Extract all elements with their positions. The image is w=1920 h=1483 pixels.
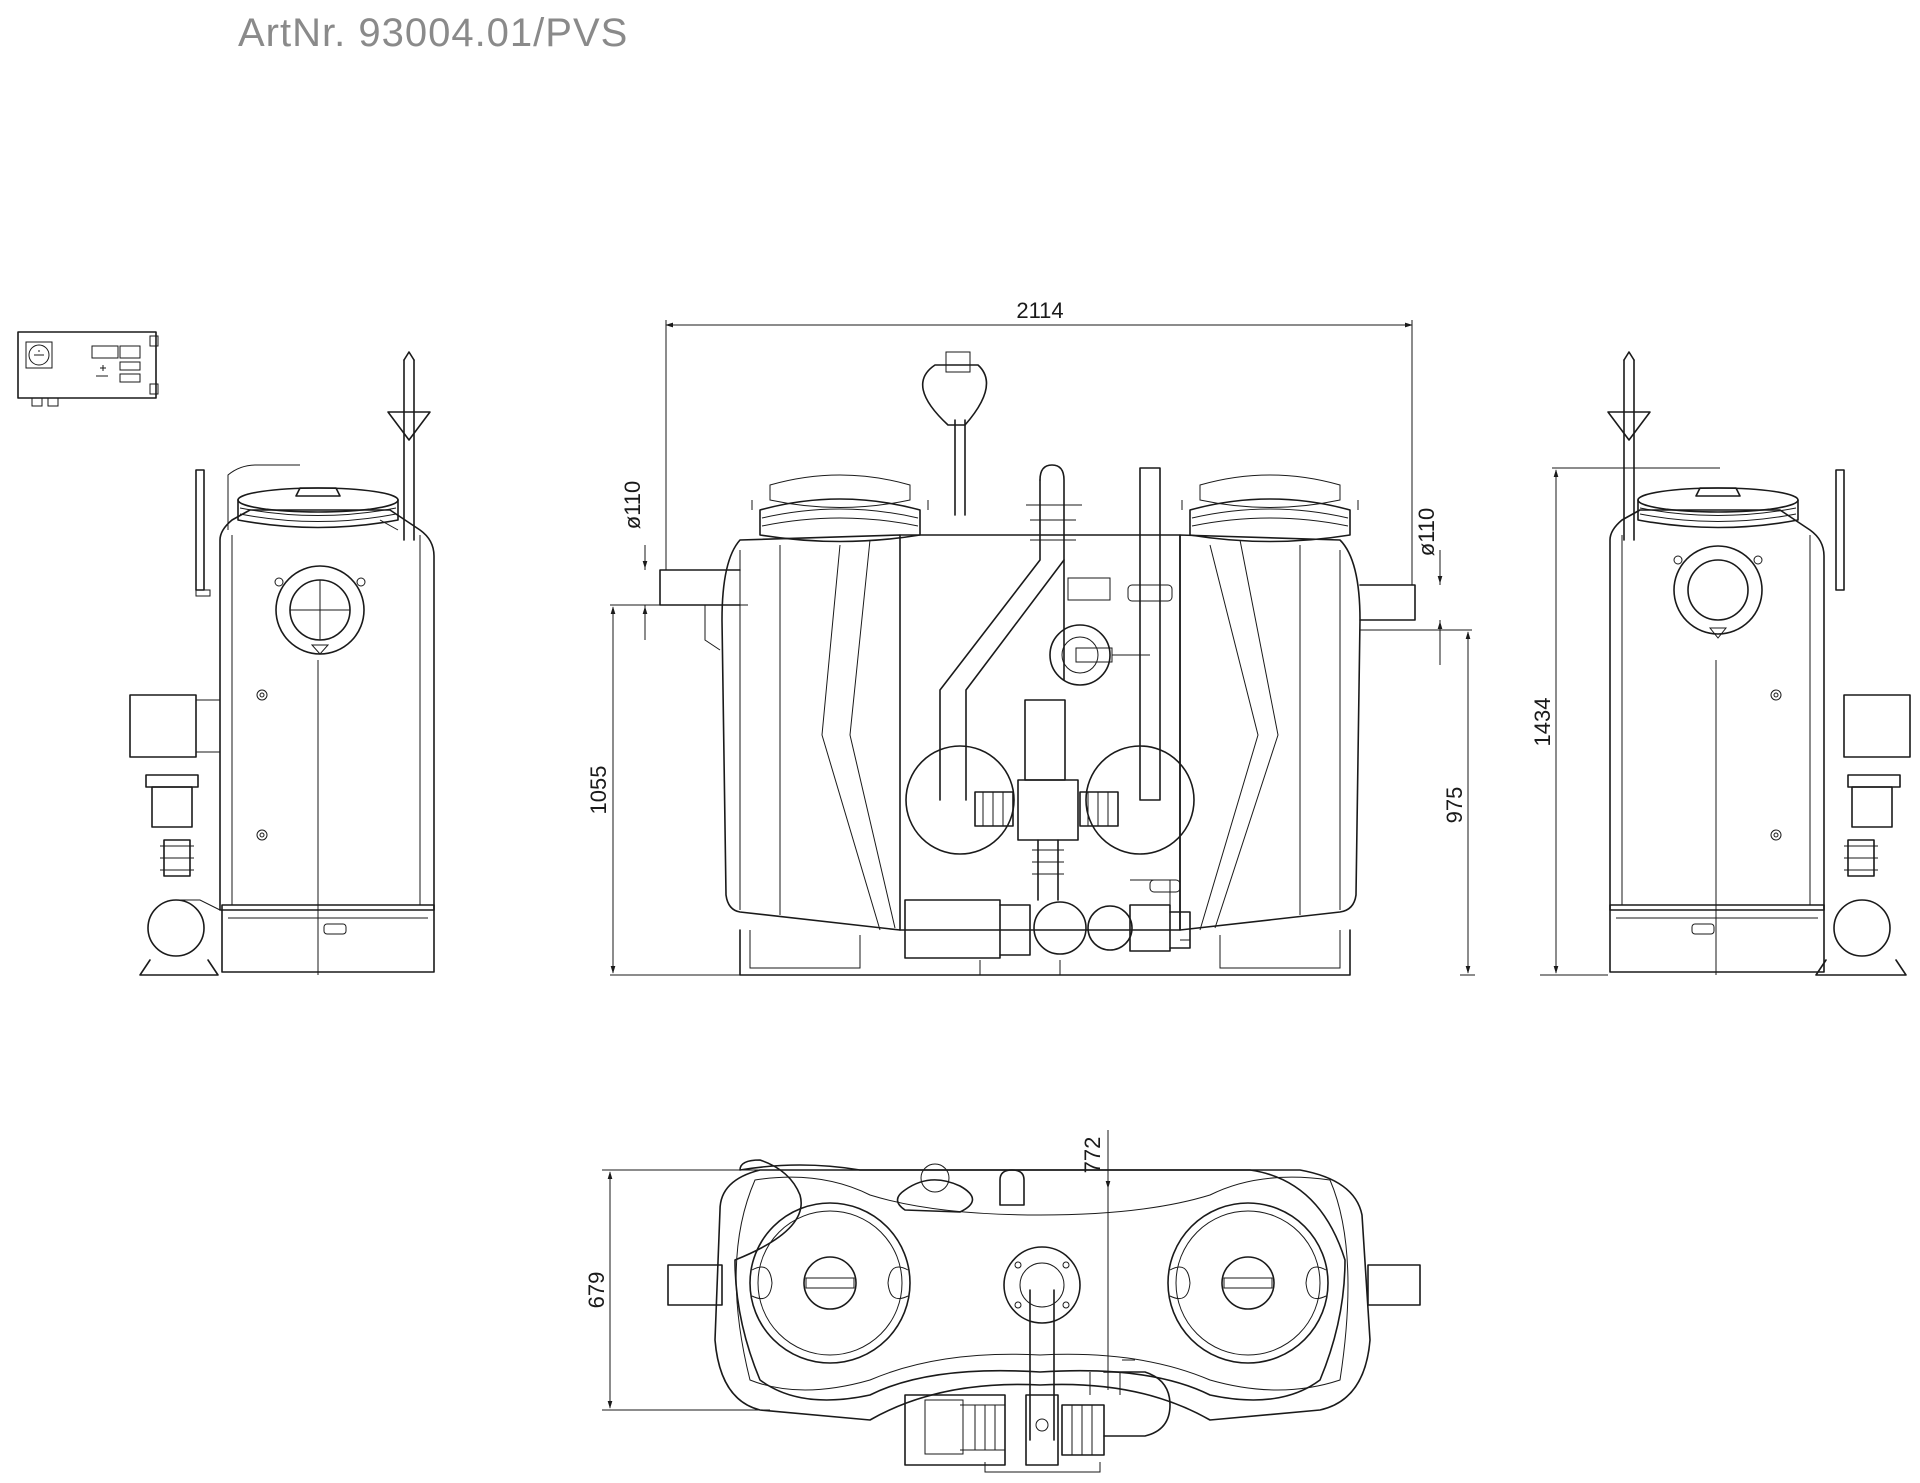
dim-inlet-diameter-right: ø110 <box>1414 508 1439 557</box>
front-view-dimensions: 2114 1055 ø110 975 ø110 <box>586 298 1475 976</box>
lifting-station-side-view-right <box>1607 351 1911 976</box>
control-box-icon <box>17 331 159 407</box>
top-view-dimensions: 679 772 <box>584 1130 1111 1411</box>
dim-height-left: 1055 <box>586 766 611 815</box>
dim-overall-width: 2114 <box>1016 298 1063 323</box>
dim-total-height: 1434 <box>1530 698 1555 747</box>
article-number: ArtNr. 93004.01/PVS <box>238 11 628 55</box>
dim-height-right: 975 <box>1442 787 1467 824</box>
dim-inlet-diameter-left: ø110 <box>620 481 645 530</box>
dim-offset: 772 <box>1080 1137 1105 1174</box>
lifting-station-front-view <box>659 351 1416 976</box>
lifting-station-side-view-left <box>129 351 435 976</box>
side-view-dimension: 1434 <box>1530 467 1720 976</box>
dim-depth: 679 <box>584 1272 609 1309</box>
lifting-station-top-view <box>667 1159 1421 1473</box>
